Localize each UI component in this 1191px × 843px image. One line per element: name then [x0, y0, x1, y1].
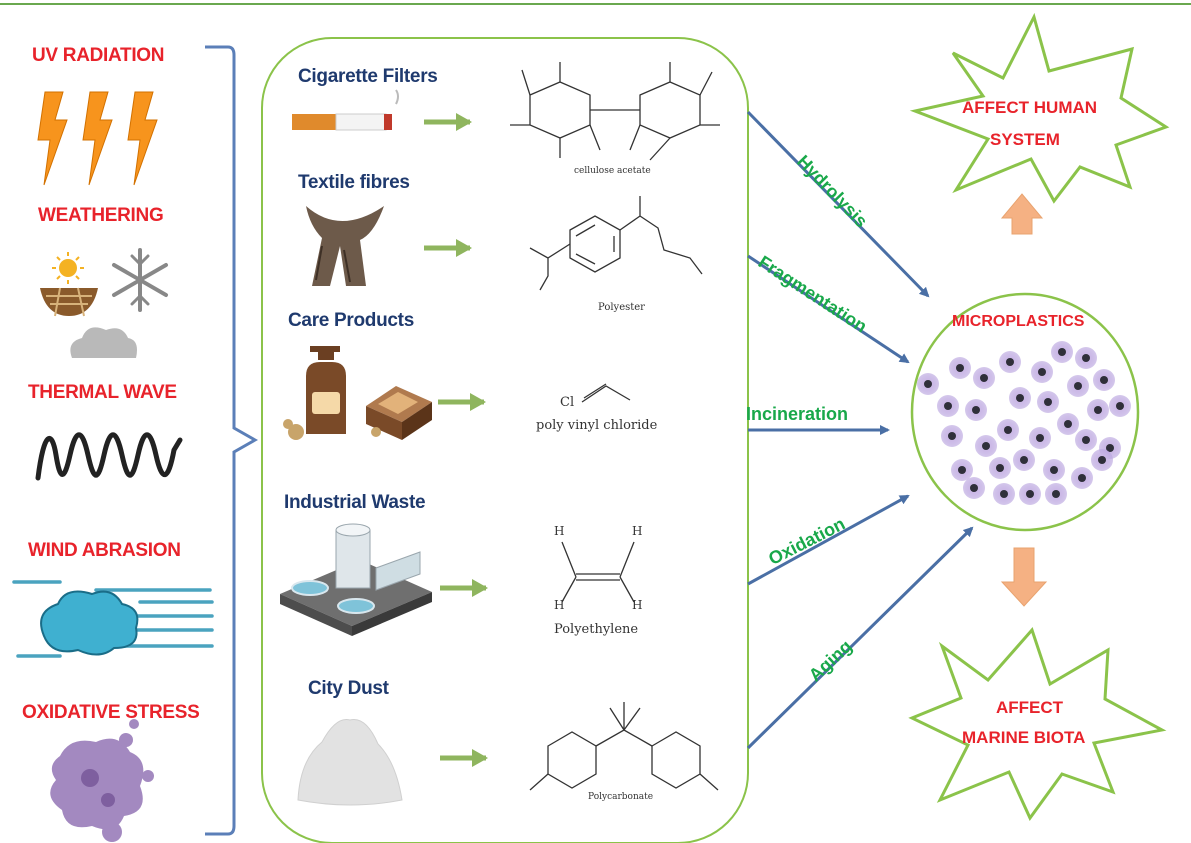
up-arrow [1000, 193, 1044, 235]
source-textile-fibres: Textile fibres [298, 172, 410, 193]
cigarette-icon [292, 89, 399, 131]
factory-icon [280, 523, 432, 636]
atom-h-top-right: H [632, 524, 643, 538]
particle-core [1058, 348, 1066, 356]
pvc-structure [581, 383, 631, 403]
particle-core [980, 374, 988, 382]
cloud-icon [70, 327, 137, 358]
particle-core [1006, 358, 1014, 366]
particle-core [924, 380, 932, 388]
particle-core [944, 402, 952, 410]
microplastic-particles [917, 341, 1131, 505]
atom-cl: Cl [560, 395, 575, 410]
particle-core [1050, 466, 1058, 474]
source-industrial-waste: Industrial Waste [284, 492, 426, 513]
polymer-cellulose-acetate: cellulose acetate [574, 166, 651, 176]
source-city-dust: City Dust [308, 678, 389, 699]
arrow-aging [746, 526, 974, 750]
cloud-wind-icon [12, 580, 214, 658]
sources-box [261, 37, 749, 843]
scarf-icon [306, 206, 384, 286]
outcome-human-line1: AFFECT HUMAN [962, 98, 1098, 117]
polymer-polyester: Polyester [598, 302, 645, 313]
process-arrows [746, 110, 974, 750]
stressor-weathering: WEATHERING [38, 205, 164, 226]
particle-core [1074, 382, 1082, 390]
wave-icon [35, 432, 183, 481]
top-border-line [0, 3, 1191, 5]
cellulose-acetate-structure [510, 62, 720, 161]
stressor-uv-radiation: UV RADIATION [32, 45, 165, 66]
marine-starburst [908, 627, 1167, 821]
blob-icon [50, 719, 154, 842]
particle-core [982, 442, 990, 450]
soap-bar-icon [366, 386, 432, 440]
particle-core [1082, 436, 1090, 444]
polymer-polycarbonate: Polycarbonate [588, 792, 654, 802]
polymer-pvc: poly vinyl chloride [536, 418, 658, 433]
lightning-icon [37, 91, 158, 186]
human-starburst [909, 12, 1170, 204]
weathering-icon [40, 252, 98, 317]
particle-core [1078, 474, 1086, 482]
particle-core [1116, 402, 1124, 410]
dust-pile-icon [297, 718, 403, 806]
source-cigarette-filters: Cigarette Filters [298, 66, 438, 87]
particle-core [1036, 434, 1044, 442]
stressor-thermal-wave: THERMAL WAVE [28, 382, 177, 403]
particle-core [1098, 456, 1106, 464]
particle-core [1082, 354, 1090, 362]
particle-core [1064, 420, 1072, 428]
polyethylene-structure [561, 541, 635, 603]
outcome-human-line2: SYSTEM [990, 130, 1060, 149]
down-arrow [1000, 547, 1048, 607]
particle-core [1038, 368, 1046, 376]
arrow-fragmentation [747, 254, 910, 364]
stressor-bracket [205, 45, 259, 836]
particle-core [1100, 376, 1108, 384]
particle-core [996, 464, 1004, 472]
particle-core [1000, 490, 1008, 498]
atom-h-top-left: H [554, 524, 565, 538]
particle-core [1004, 426, 1012, 434]
arrow-oxidation [747, 494, 910, 586]
particle-core [1052, 490, 1060, 498]
particle-core [1020, 456, 1028, 464]
process-incineration: Incineration [746, 404, 849, 424]
polycarbonate-structure [529, 702, 719, 791]
atom-h-bottom-left: H [554, 598, 565, 612]
particle-core [1016, 394, 1024, 402]
outcome-marine-line1: AFFECT [996, 698, 1064, 717]
polyester-structure [529, 196, 703, 291]
source-care-products: Care Products [288, 310, 414, 331]
particle-core [1044, 398, 1052, 406]
arrow-hydrolysis [746, 110, 930, 298]
particle-core [972, 406, 980, 414]
particle-core [1094, 406, 1102, 414]
outcome-marine-line2: MARINE BIOTA [962, 728, 1086, 747]
snowflake-icon [112, 248, 168, 312]
particle-core [958, 466, 966, 474]
stressor-wind-abrasion: WIND ABRASION [28, 540, 181, 561]
particle-core [1026, 490, 1034, 498]
atom-h-bottom-right: H [632, 598, 643, 612]
particle-core [956, 364, 964, 372]
stressor-oxidative-stress: OXIDATIVE STRESS [22, 702, 200, 723]
microplastics-label: MICROPLASTICS [952, 313, 1085, 330]
source-arrows [424, 113, 488, 767]
soap-bottle-icon [283, 346, 346, 440]
particle-core [970, 484, 978, 492]
particle-core [1106, 444, 1114, 452]
particle-core [948, 432, 956, 440]
polymer-polyethylene: Polyethylene [554, 622, 639, 637]
